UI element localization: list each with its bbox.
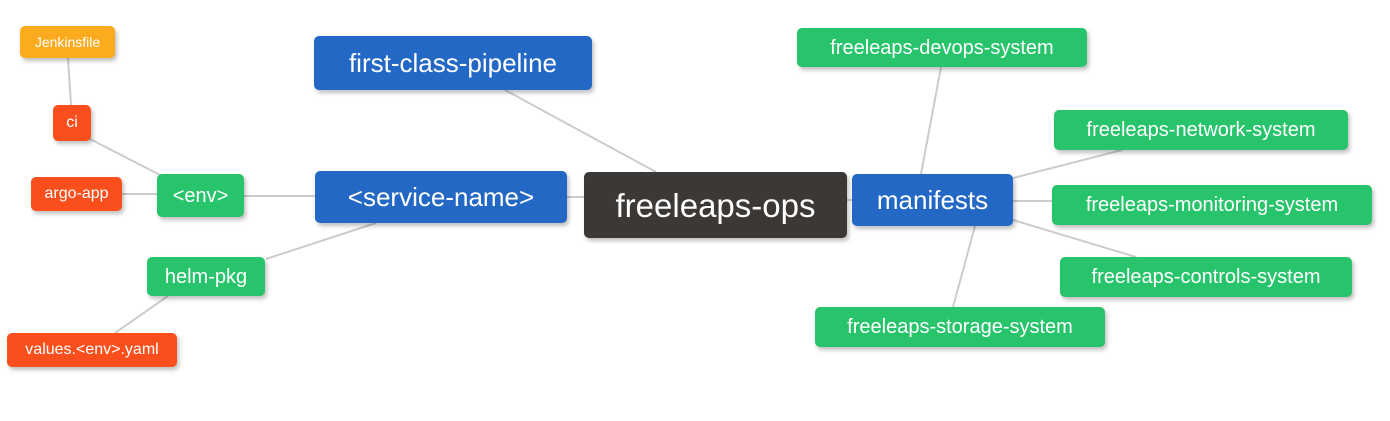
edge-ci-env	[87, 137, 163, 177]
edge-manifests-storage	[952, 225, 976, 308]
node-freeleaps-devops-system[interactable]: freeleaps-devops-system	[797, 28, 1087, 67]
node-ci[interactable]: ci	[53, 105, 91, 141]
node-freeleaps-storage-system[interactable]: freeleaps-storage-system	[815, 307, 1105, 347]
node-manifests[interactable]: manifests	[852, 174, 1013, 226]
node-argo-app[interactable]: argo-app	[31, 177, 122, 211]
node-helm-pkg[interactable]: helm-pkg	[147, 257, 265, 296]
edge-manifests-devops	[920, 66, 942, 175]
edge-jenkinsfile-ci	[67, 57, 72, 106]
node-freeleaps-monitoring-system[interactable]: freeleaps-monitoring-system	[1052, 185, 1372, 225]
node-freeleaps-controls-system[interactable]: freeleaps-controls-system	[1060, 257, 1352, 297]
edge-helm-pkg-values	[114, 295, 169, 334]
node-freeleaps-ops[interactable]: freeleaps-ops	[584, 172, 847, 238]
edge-service-name-helm-pkg	[265, 222, 377, 260]
node-jenkinsfile[interactable]: Jenkinsfile	[20, 26, 115, 58]
edge-manifests-network	[1012, 149, 1123, 179]
node-first-class-pipeline[interactable]: first-class-pipeline	[314, 36, 592, 90]
node-service-name[interactable]: <service-name>	[315, 171, 567, 223]
node-freeleaps-network-system[interactable]: freeleaps-network-system	[1054, 110, 1348, 150]
edge-pipeline-root	[504, 89, 657, 173]
node-env[interactable]: <env>	[157, 174, 244, 217]
edge-manifests-controls	[1012, 219, 1137, 258]
node-values-env-yaml[interactable]: values.<env>.yaml	[7, 333, 177, 367]
